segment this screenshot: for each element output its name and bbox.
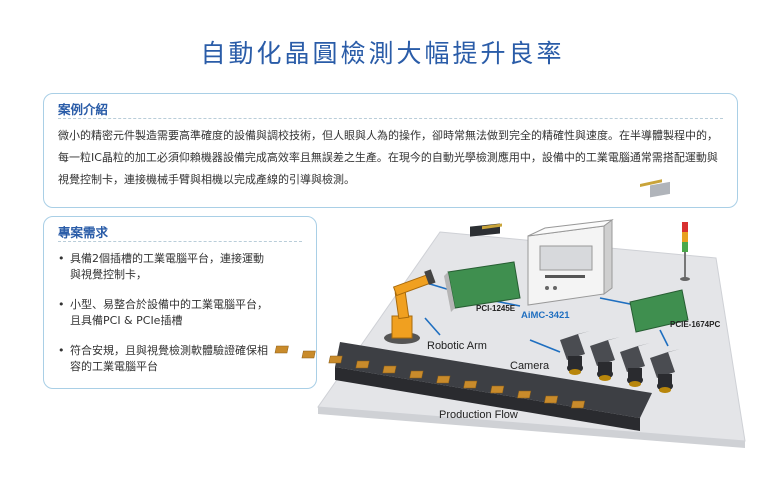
ipc-label: AiMC-3421: [521, 310, 570, 321]
industrial-pc-icon: [527, 219, 614, 306]
signal-tower-icon: [680, 222, 690, 281]
requirement-line: 與視覺控制卡，: [70, 268, 147, 281]
requirement-line: 容的工業電腦平台: [70, 360, 158, 373]
case-intro-body: 微小的精密元件製造需要高準確度的設備與調校技術，但人眼與人為的操作，卻時常無法做…: [58, 129, 718, 186]
camera-icon: [590, 337, 620, 381]
divider: [58, 241, 302, 243]
link-line: [529, 339, 561, 353]
platform-edge: [318, 407, 745, 448]
page-title: 自動化晶圓檢測大幅提升良率: [200, 39, 565, 68]
wafer-trays: [274, 345, 586, 409]
camera-icon: [650, 349, 680, 393]
requirement-line: 符合安規，且與視覺檢測軟體驗證確保相: [70, 344, 268, 357]
camera-group: [560, 331, 680, 393]
requirement-item: • 具備2個插槽的工業電腦平台，連接運動 與視覺控制卡，: [58, 251, 310, 283]
pci-card-icon: [444, 223, 521, 312]
conveyor-belt: [274, 342, 652, 431]
robotic-arm-label: Robotic Arm: [427, 340, 487, 352]
pci-card-label: PCI-1245E: [476, 304, 516, 313]
belt-side: [335, 367, 640, 431]
requirement-line: 小型、易整合於設備中的工業電腦平台，: [70, 298, 268, 311]
camera-icon: [560, 331, 590, 375]
pcie-card-label: PCIE-1674PC: [670, 320, 721, 329]
requirement-item: • 符合安規，且與視覺檢測軟體驗證確保相 容的工業電腦平台: [58, 343, 310, 375]
requirement-line: 且具備PCI & PCIe插槽: [70, 314, 183, 327]
requirements-heading: 專案需求: [58, 225, 109, 240]
link-line: [659, 329, 669, 347]
bullet-icon: •: [58, 298, 65, 311]
robotic-arm-icon: [384, 269, 436, 344]
requirement-line: 具備2個插槽的工業電腦平台，連接運動: [70, 252, 264, 265]
divider: [58, 118, 723, 120]
production-flow-label: Production Flow: [439, 409, 518, 421]
connection-lines: [424, 283, 669, 353]
bullet-icon: •: [58, 344, 65, 357]
requirement-item: • 小型、易整合於設備中的工業電腦平台， 且具備PCI & PCIe插槽: [58, 297, 310, 329]
belt-top: [335, 342, 652, 418]
case-intro-heading: 案例介紹: [58, 102, 109, 117]
case-intro-panel: 案例介紹 微小的精密元件製造需要高準確度的設備與調校技術，但人眼與人為的操作，卻…: [43, 93, 738, 208]
camera-label: Camera: [510, 360, 550, 372]
camera-icon: [620, 343, 650, 387]
link-line: [424, 317, 441, 336]
pcie-card-icon: [629, 179, 689, 333]
requirements-panel: 專案需求 • 具備2個插槽的工業電腦平台，連接運動 與視覺控制卡， • 小型、易整合…: [43, 216, 317, 389]
bullet-icon: •: [58, 252, 65, 265]
